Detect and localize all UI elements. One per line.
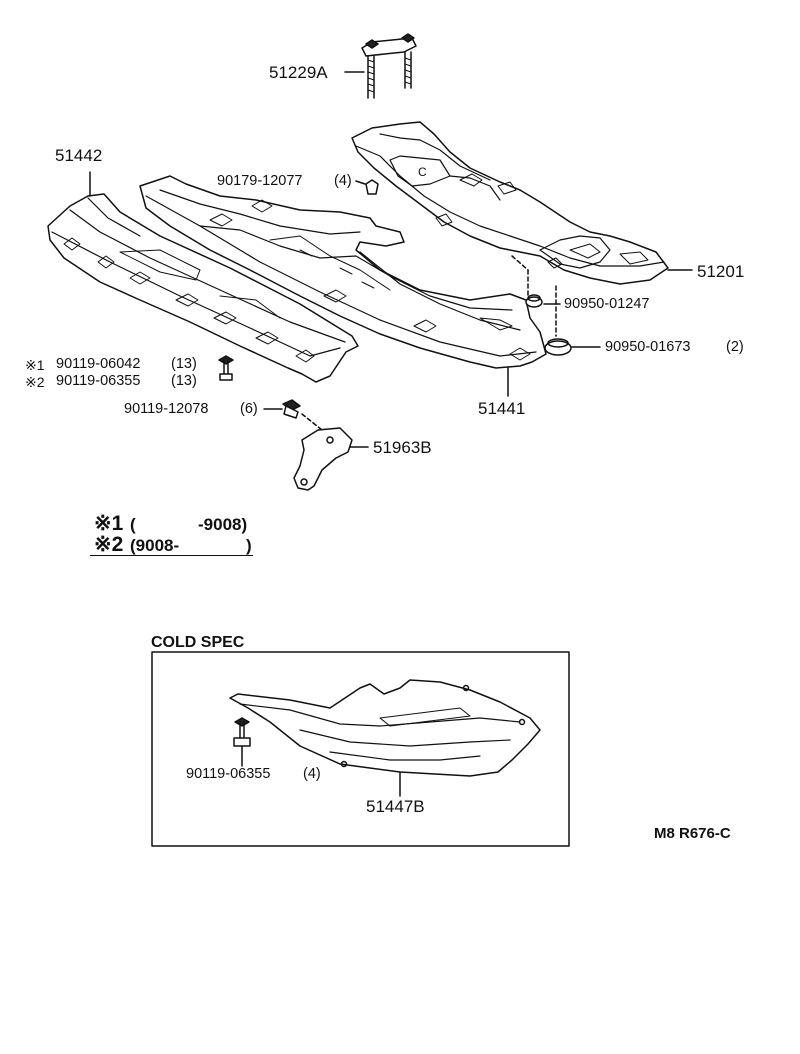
part-label-90119-06355: 90119-06355 [56,373,141,389]
part-qty-90119-12078: (6) [240,401,258,417]
part-label-90950-01673: 90950-01673 [605,339,691,355]
part-qty-90119-06042: (13) [171,356,197,372]
bracket-51963B [293,427,369,491]
engine-under-cover-51441 [139,175,547,397]
grommet-90950-01247 [511,255,561,308]
cold-spec-frame [151,651,570,847]
note-1-range: -9008) [198,515,248,534]
cold-spec-bolt-label: 90119-06355 [186,766,271,782]
part-label-90950-01247: 90950-01247 [564,296,650,312]
part-label-51963B: 51963B [373,438,432,457]
note-mark-2-inline: ※2 [25,374,45,390]
cold-spec-cover-51447B [229,679,541,797]
part-label-90119-06042: 90119-06042 [56,356,141,372]
cold-spec-bolt-90119-06355 [233,717,251,767]
note-1-open: ( [130,515,136,534]
part-label-51229A: 51229A [269,63,328,82]
bolt-90119-12078 [263,399,323,431]
clip-90179-12077 [355,179,379,195]
part-qty-90119-06355: (13) [171,373,197,389]
diagram-code: M8 R676-C [654,825,731,842]
part-qty-90179-12077: (4) [334,173,352,189]
cold-spec-bolt-qty: (4) [303,766,321,782]
note-2-close: ) [246,536,252,555]
part-label-51441: 51441 [478,399,526,418]
cold-spec-cover-label: 51447B [366,797,425,816]
svg-text:C: C [418,165,427,179]
note-2-mark: ※2 [94,533,124,556]
part-qty-90950-01673: (2) [726,339,744,355]
engine-under-cover-51201 [351,121,693,285]
part-label-90119-12078: 90119-12078 [124,401,209,417]
note-mark-1-inline: ※1 [25,357,45,373]
note-2-range: (9008- [130,536,180,555]
cold-spec-title: COLD SPEC [151,634,245,651]
note-1-mark: ※1 [94,512,124,535]
part-label-90179-12077: 90179-12077 [217,173,303,189]
engine-under-cover-51442 [47,171,359,383]
grommet-90950-01673 [544,285,601,356]
bolt-90119-06042 [218,355,234,381]
part-label-51201: 51201 [697,262,745,281]
stud-bolt-pair-51229A [344,33,417,99]
notes-underline [90,555,253,556]
part-label-51442: 51442 [55,146,103,165]
